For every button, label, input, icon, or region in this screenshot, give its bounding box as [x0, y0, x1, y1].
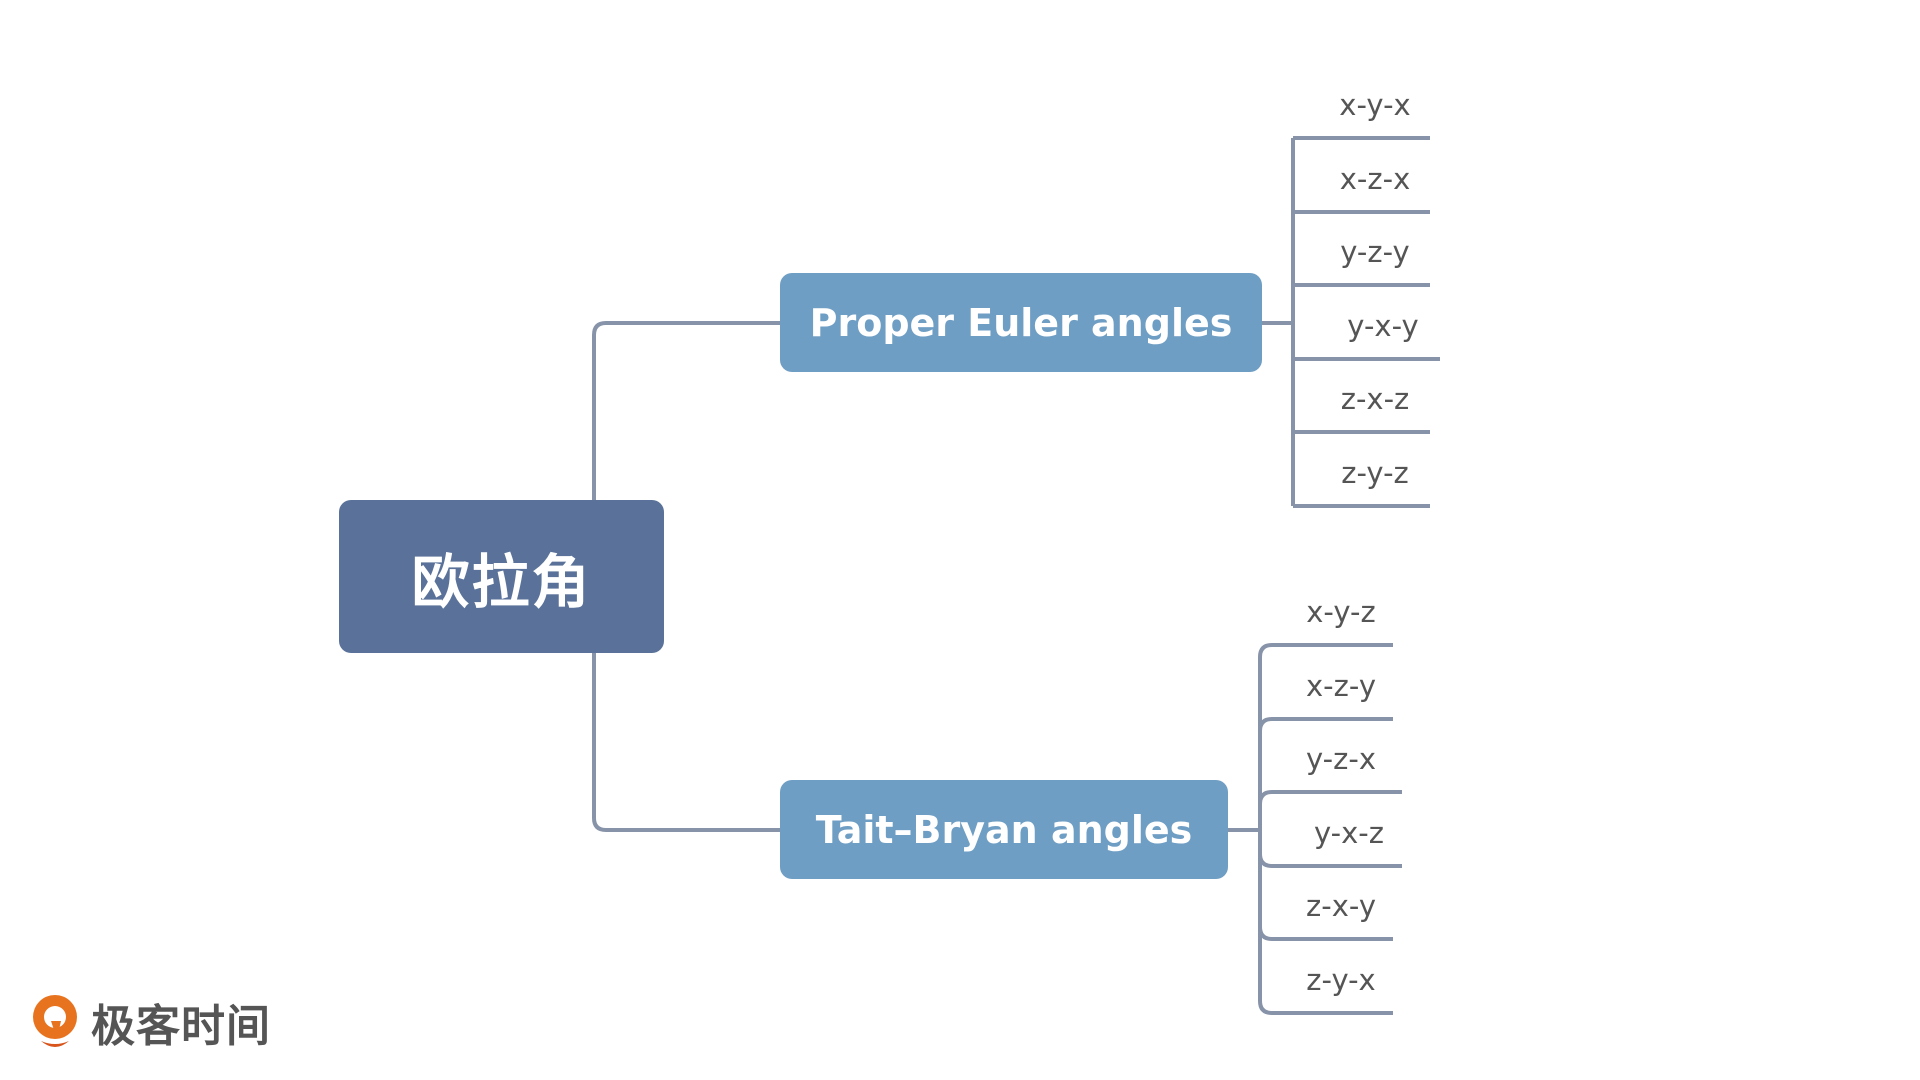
connector-root-tait — [592, 653, 780, 832]
tait-leaf-brackets — [1258, 643, 1402, 1015]
leaf-label: y-x-y — [1347, 309, 1419, 343]
logo: 极客时间 — [27, 990, 271, 1054]
leaf-label: x-z-x — [1339, 162, 1411, 196]
leaf-label: x-y-z — [1306, 595, 1376, 629]
leaf-label: y-x-z — [1314, 816, 1384, 850]
leaf-label: z-y-x — [1306, 963, 1376, 997]
leaf-label: z-x-y — [1306, 889, 1376, 923]
root-node: 欧拉角 — [339, 500, 664, 653]
leaf-label: x-y-x — [1339, 88, 1411, 122]
branch-label: Proper Euler angles — [809, 300, 1233, 345]
leaf-label: y-z-x — [1306, 742, 1376, 776]
leaf-label: x-z-y — [1306, 669, 1376, 703]
leaf-label: z-x-z — [1340, 382, 1410, 416]
connector-root-proper — [592, 321, 780, 500]
logo-icon — [33, 995, 77, 1047]
branch-node-proper-euler: Proper Euler angles — [780, 273, 1262, 372]
root-label: 欧拉角 — [411, 547, 592, 616]
branch-node-tait-bryan: Tait–Bryan angles — [780, 780, 1228, 879]
branch-label: Tait–Bryan angles — [815, 807, 1193, 852]
proper-leaf-underlines — [1293, 136, 1440, 508]
leaf-label: y-z-y — [1340, 235, 1410, 269]
logo-text: 极客时间 — [91, 1001, 271, 1052]
leaf-label: z-y-z — [1341, 456, 1409, 490]
